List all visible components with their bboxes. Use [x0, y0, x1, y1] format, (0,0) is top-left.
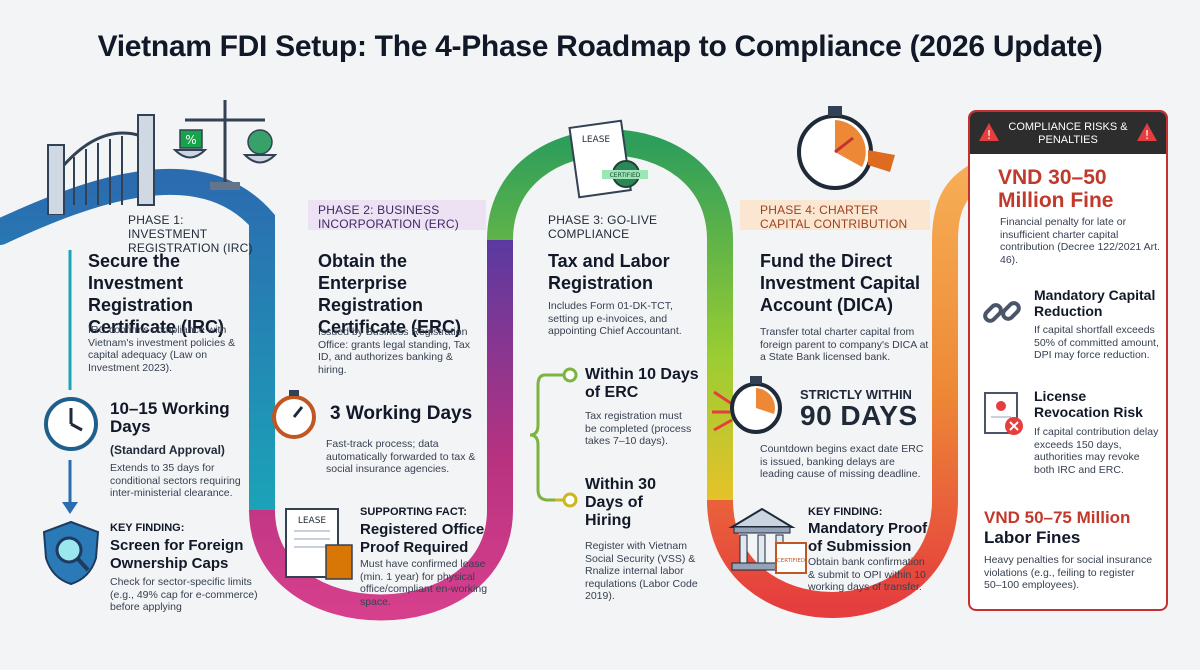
countdown-timer-icon [790, 100, 900, 205]
phase2-body: Issued by Business Registration Office: … [318, 326, 470, 376]
gate-icon [40, 105, 180, 220]
phase2-sf-body: Must have confirmed lease (min. 1 year) … [360, 558, 488, 608]
lease-document-icon: LEASE [282, 505, 356, 588]
phase4-kf-label: KEY FINDING: [808, 506, 883, 518]
phase2-heading: Obtain the Enterprise Registration Certi… [318, 251, 462, 337]
risk2-title: Mandatory Capital Reduction [1034, 287, 1156, 319]
lease-document-label: LEASE [298, 516, 327, 526]
risk-header-title: COMPLIANCE RISKS & PENALTIES [1008, 121, 1128, 146]
stopwatch-deadline-icon [710, 372, 790, 445]
phase4-heading: Fund the Direct Investment Capital Accou… [760, 251, 921, 315]
phase1-label: PHASE 1: INVESTMENT REGISTRATION (IRC) [128, 213, 253, 255]
phase3-body: Includes Form 01-DK-TCT, setting up e-in… [548, 300, 682, 337]
phase3-t2-title: Within 30 Days of Hiring [585, 476, 656, 529]
phase3-t1-title: Within 10 Days of ERC [585, 366, 699, 401]
phase2-sf-title: Registered Office Proof Required [360, 521, 485, 556]
bank-icon: CERTIFIED [728, 505, 808, 582]
risk-header: ! COMPLIANCE RISKS & PENALTIES ! [970, 112, 1166, 154]
certified-lease-icon: LEASE CERTIFIED [568, 118, 648, 208]
phase1-time-title: 10–15 Working Days [110, 399, 230, 436]
phase3-certified-label: CERTIFIED [610, 172, 641, 179]
risk2-body: If capital shortfall exceeds 50% of comm… [1034, 324, 1159, 361]
phase3-t2-body: Register with Vietnam Social Security (V… [585, 540, 698, 602]
phase2-sf-label: SUPPORTING FACT: [360, 506, 467, 518]
phase2-label: PHASE 2: BUSINESS INCORPORATION (ERC) [318, 203, 459, 231]
risk1-body: Financial penalty for late or insufficie… [1000, 216, 1160, 266]
phase1-time-body: Extends to 35 days for conditional secto… [110, 462, 241, 499]
phase4-time-pre: STRICTLY WITHIN [800, 387, 912, 402]
phase4-label: PHASE 4: CHARTER CAPITAL CONTRIBUTION [760, 203, 908, 231]
ribbon-phase4 [707, 163, 985, 618]
risk-panel: ! COMPLIANCE RISKS & PENALTIES ! VND 30–… [968, 110, 1168, 611]
phase1-body: IRC confirms compliance with Vietnam's i… [88, 324, 236, 374]
phase1-time-sub: (Standard Approval) [110, 443, 225, 457]
svg-text:!: ! [1145, 128, 1150, 142]
risk4-body: Heavy penalties for social insurance vio… [984, 554, 1153, 591]
page-title: Vietnam FDI Setup: The 4-Phase Roadmap t… [97, 30, 1103, 63]
ribbon-phase2 [249, 240, 513, 621]
revoked-license-icon [982, 390, 1026, 443]
phase3-t1-body: Tax registration must be completed (proc… [585, 410, 692, 447]
scales-icon: % [170, 90, 280, 205]
warning-icon: ! [978, 122, 1000, 147]
broken-chain-icon [980, 290, 1024, 339]
phase4-body: Transfer total charter capital from fore… [760, 326, 929, 363]
risk3-title: License Revocation Risk [1034, 388, 1143, 420]
shield-search-icon [40, 518, 102, 593]
phase1-kf-body: Check for sector-specific limits (e.g., … [110, 576, 258, 613]
bank-certified-label: CERTIFIED [777, 558, 805, 564]
phase2-time-body: Fast-track process; data automatically f… [326, 438, 476, 475]
warning-icon-right: ! [1136, 122, 1158, 147]
phase4-time-title: 90 DAYS [800, 400, 918, 431]
phase3-label: PHASE 3: GO-LIVE COMPLIANCE [548, 213, 658, 241]
svg-text:!: ! [987, 128, 992, 142]
phase4-kf-body: Obtain bank confirmation & submit to OPI… [808, 556, 926, 593]
phase1-kf-title: Screen for Foreign Ownership Caps [110, 537, 244, 572]
phase1-kf-label: KEY FINDING: [110, 522, 185, 534]
clock-icon [42, 395, 100, 458]
risk1-title: VND 30–50 Million Fine [998, 166, 1114, 212]
phase1-heading: Secure the Investment Registration Certi… [88, 251, 225, 337]
svg-text:%: % [185, 133, 196, 147]
phase4-kf-title: Mandatory Proof of Submission [808, 520, 928, 555]
risk4-title2: Labor Fines [984, 528, 1081, 547]
risk4-title: VND 50–75 Million [984, 508, 1131, 527]
phase3-heading: Tax and Labor Registration [548, 251, 670, 293]
phase4-time-body: Countdown begins exact date ERC is issue… [760, 443, 924, 480]
stopwatch-icon [268, 388, 320, 445]
risk3-body: If capital contribution delay exceeds 15… [1034, 426, 1159, 476]
phase2-time-title: 3 Working Days [330, 403, 473, 424]
phase3-lease-label: LEASE [582, 135, 611, 145]
